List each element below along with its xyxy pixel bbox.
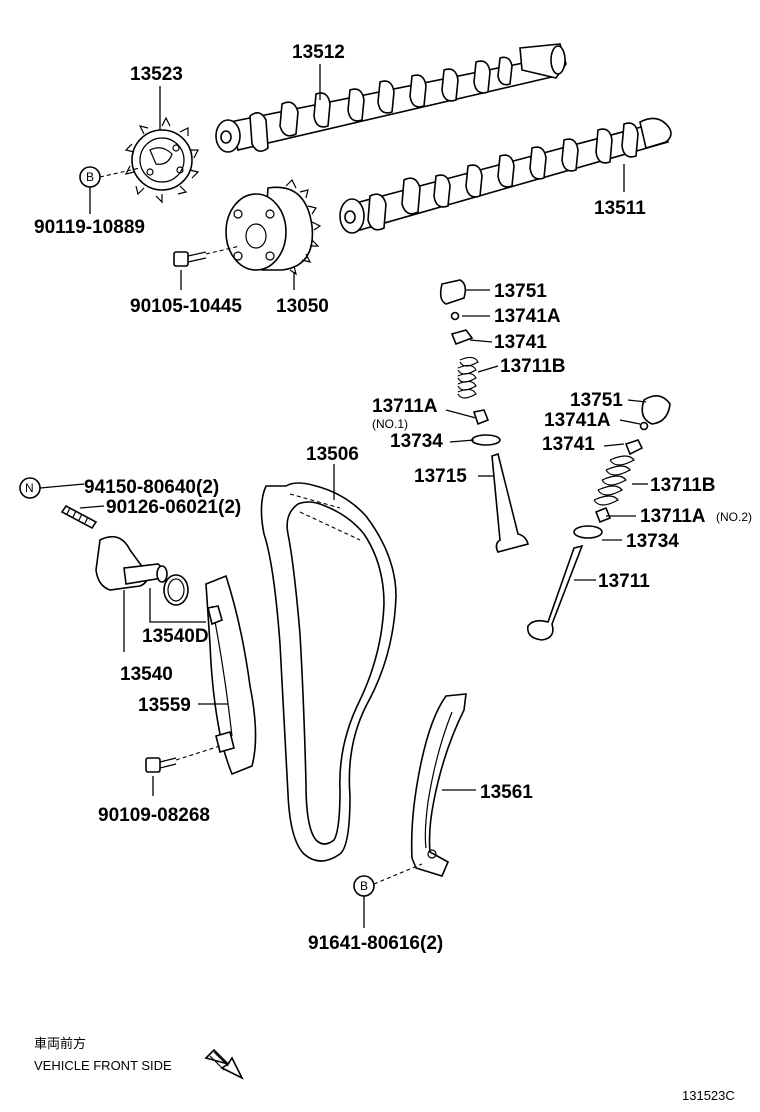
label-13711B-no1: 13711B [500, 356, 566, 377]
callout-b-label: B [86, 170, 94, 184]
label-13559: 13559 [138, 695, 191, 716]
valve-assembly-no2 [526, 395, 671, 641]
label-13751-no2: 13751 [570, 390, 623, 411]
timing-chain-13506 [260, 482, 397, 862]
label-13511: 13511 [594, 198, 646, 219]
camshaft-13512 [215, 43, 567, 153]
camshaft-13511 [339, 117, 672, 234]
label-90109-08268: 90109-08268 [98, 805, 210, 826]
chain-slipper-13561 [410, 693, 467, 877]
label-13711B-no2: 13711B [650, 475, 716, 496]
label-90105-10445: 90105-10445 [130, 296, 242, 317]
label-13741-no2: 13741 [542, 434, 595, 455]
stud-90126-06021 [60, 504, 98, 530]
label-13561: 13561 [480, 782, 533, 803]
label-13506: 13506 [306, 444, 359, 465]
label-no1: (NO.1) [372, 417, 408, 431]
direction-label-jp: 車両前方 [34, 1036, 86, 1051]
label-13741-no1: 13741 [494, 332, 547, 353]
label-13512: 13512 [292, 42, 345, 63]
callout-b-circle-upper: B [79, 166, 141, 214]
label-no2: (NO.2) [716, 510, 752, 524]
label-13523: 13523 [130, 64, 183, 85]
footer: 車両前方 VEHICLE FRONT SIDE 131523C [34, 1036, 735, 1103]
label-90119-10889: 90119-10889 [34, 217, 145, 238]
callout-n-label: N [25, 481, 34, 495]
label-94150-80640: 94150-80640(2) [84, 477, 219, 498]
label-91641-80616: 91641-80616(2) [308, 933, 443, 954]
bolt-90105-10445 [173, 245, 241, 267]
valve-assembly-no1 [439, 279, 529, 553]
hatched-arrow-down-right-icon [204, 1048, 244, 1080]
label-13741A-no2: 13741A [544, 410, 611, 431]
tensioner-13540 [95, 535, 189, 606]
leader-lines [39, 64, 648, 796]
label-13711A-no1: 13711A [372, 396, 438, 417]
label-13711A-no2: 13711A [640, 506, 706, 527]
chain-guide-13559 [205, 574, 257, 776]
callout-b-circle-lower: B [353, 863, 423, 928]
callout-n-circle: N [19, 477, 41, 499]
label-13050: 13050 [276, 296, 329, 317]
callout-b-label: B [360, 879, 368, 893]
label-13741A-no1: 13741A [494, 306, 561, 327]
label-13711: 13711 [598, 571, 650, 592]
part-labels: 13512 13523 13511 90119-10889 90105-1044… [34, 42, 752, 954]
label-13540: 13540 [120, 664, 173, 685]
vvt-gear-13050 [225, 178, 322, 276]
bolt-90109-08268 [145, 745, 221, 773]
label-13715: 13715 [414, 466, 467, 487]
sprocket-13523 [124, 116, 200, 204]
label-13540D: 13540D [142, 626, 209, 647]
label-13751-no1: 13751 [494, 281, 547, 302]
label-90126-06021: 90126-06021(2) [106, 497, 241, 518]
figure-code: 131523C [682, 1088, 735, 1103]
label-13734-no2: 13734 [626, 531, 679, 552]
label-13734-no1: 13734 [390, 431, 443, 452]
direction-label-en: VEHICLE FRONT SIDE [34, 1058, 172, 1073]
